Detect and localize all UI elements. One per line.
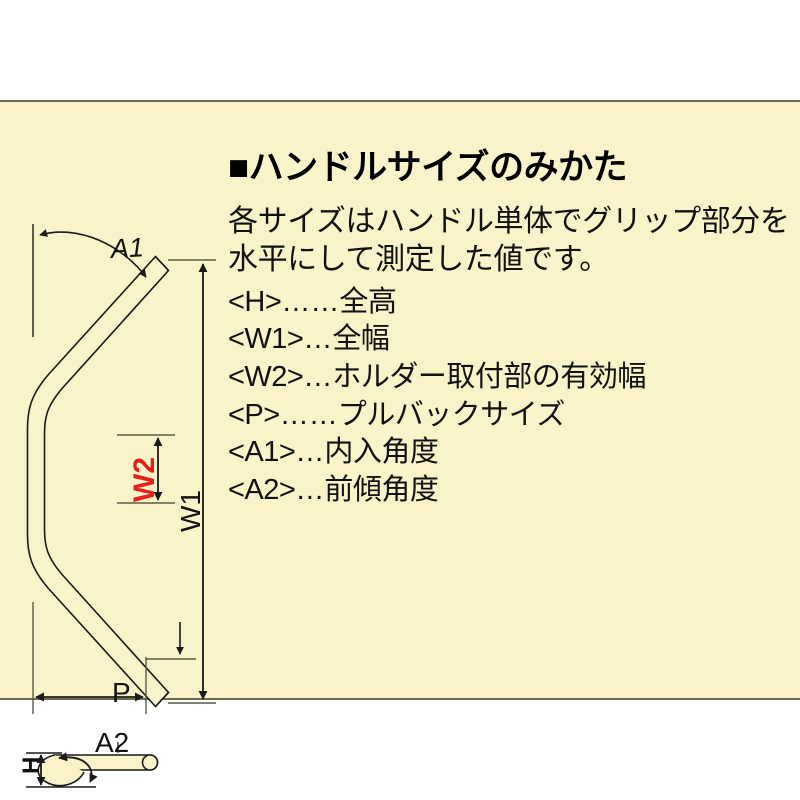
intro-paragraph: 各サイズはハンドル単体でグリップ部分を水平にして測定した値です。: [228, 204, 790, 277]
definition-row-p: <P>……プルバックサイズ: [228, 397, 794, 435]
definition-key-p: <P>: [228, 398, 280, 431]
dimension-label-a2: A2: [95, 727, 130, 758]
tube-end-bottom: [154, 691, 170, 708]
tube-end-top: [154, 255, 170, 272]
definition-dots-a2: …: [295, 473, 325, 506]
dimension-label-h: H: [18, 756, 45, 774]
definition-row-h: <H>……全高: [228, 284, 794, 322]
a2-detail-tube-endcap: [141, 754, 159, 771]
definition-key-a1: <A1>: [228, 436, 296, 469]
text-column: ■ハンドルサイズのみかた 各サイズはハンドル単体でグリップ部分を水平にして測定し…: [228, 148, 794, 510]
a1-angle-arc: [39, 229, 147, 278]
definition-value-h: 全高: [339, 285, 397, 318]
definition-dots-h: ……: [281, 285, 340, 318]
definition-dots-w1: …: [303, 323, 333, 356]
definition-dots-p: ……: [279, 398, 338, 431]
definition-row-a2: <A2>…前傾角度: [228, 472, 794, 510]
dimension-label-w2: W2: [128, 457, 161, 502]
a2-angle-arc: [58, 752, 98, 783]
dimension-label-w1: W1: [175, 490, 206, 532]
definition-row-w1: <W1>…全幅: [228, 321, 794, 359]
definition-row-a1: <A1>…内入角度: [228, 434, 794, 472]
definition-value-w1: 全幅: [332, 323, 390, 356]
definition-list: <H>……全高 <W1>…全幅 <W2>…ホルダー取付部の有効幅 <P>……プル…: [228, 284, 794, 510]
handlebar-diagram: A1 W1 W2 P A2 H: [0, 202, 230, 800]
definition-value-a2: 前傾角度: [324, 473, 439, 506]
definition-key-h: <H>: [228, 285, 282, 318]
definition-value-p: プルバックサイズ: [337, 398, 566, 431]
definition-value-w2: ホルダー取付部の有効幅: [332, 360, 646, 393]
definition-dots-w2: …: [303, 360, 333, 393]
definition-value-a1: 内入角度: [324, 436, 439, 469]
a2-detail-view: [26, 742, 159, 788]
content-panel: A1 W1 W2 P A2 H ■ハンドルサイズのみかた 各サイズはハンドル単体…: [0, 100, 800, 788]
definition-dots-a1: …: [295, 436, 325, 469]
page-title: ■ハンドルサイズのみかた: [228, 148, 628, 187]
dimension-label-p: P: [112, 677, 131, 708]
definition-key-a2: <A2>: [228, 473, 296, 506]
definition-row-w2: <W2>…ホルダー取付部の有効幅: [228, 359, 794, 397]
dimension-label-a1: A1: [110, 232, 145, 264]
handlebar-diagram-svg: [26, 224, 216, 788]
definition-key-w2: <W2>: [228, 360, 304, 393]
definition-key-w1: <W1>: [228, 323, 304, 356]
